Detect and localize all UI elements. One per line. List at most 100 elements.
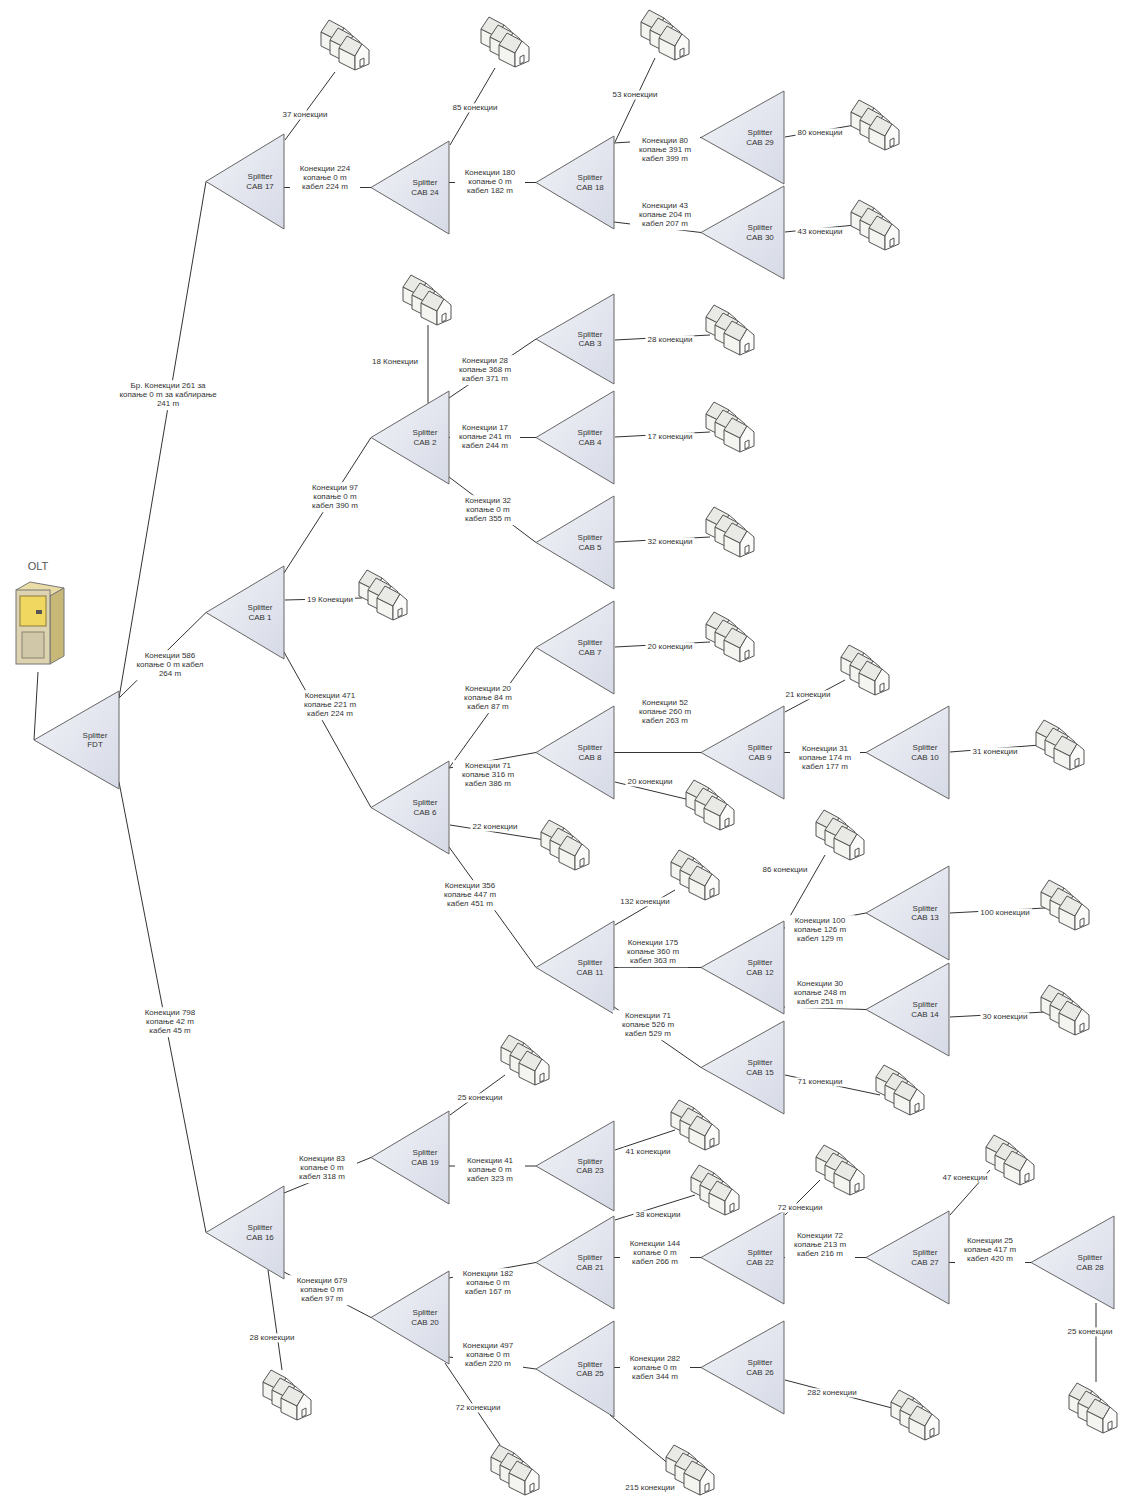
house-wire: [1096, 1303, 1097, 1382]
cable-label: Конекции 679 копање 0 m кабел 97 m: [287, 1275, 357, 1305]
connection-count: 20 конекции: [645, 642, 694, 651]
house-icon: [816, 1145, 864, 1195]
splitter-label: Splitter CAB 23: [572, 1157, 615, 1175]
connection-count: 31 конекции: [970, 747, 1019, 756]
house-wire: [785, 1075, 880, 1095]
splitter-triangle: Splitter CAB 29: [700, 90, 785, 185]
splitter-triangle: Splitter CAB 15: [700, 1020, 785, 1115]
splitter-triangle: Splitter CAB 25: [535, 1320, 615, 1418]
fiber-cable: [614, 752, 701, 753]
connection-count: 25 конекции: [1065, 1327, 1114, 1336]
cable-label: Конекции 356 копање 447 m кабел 451 m: [435, 880, 505, 910]
splitter-triangle: Splitter CAB 16: [205, 1185, 285, 1280]
splitter-triangle: Splitter CAB 14: [865, 962, 950, 1057]
house-wire: [615, 890, 675, 925]
triangle-shape: [700, 705, 785, 800]
splitter-label: Splitter CAB 18: [572, 173, 615, 191]
splitter-triangle: Splitter CAB 23: [535, 1120, 615, 1212]
triangle-shape: [205, 565, 285, 660]
house-icon: [706, 305, 754, 355]
cable-label: Конекции 72 копање 213 m кабел 216 m: [785, 1230, 855, 1260]
connection-count: 18 Конекции: [370, 357, 420, 366]
connection-count: 53 конекции: [610, 90, 659, 99]
connection-count: 30 конекции: [980, 1012, 1029, 1021]
connection-count: 72 конекции: [775, 1203, 824, 1212]
house-icon: [841, 645, 889, 695]
splitter-label: Splitter CAB 4: [572, 428, 615, 446]
triangle-shape: [370, 390, 450, 485]
house-wire: [615, 58, 655, 142]
house-wire: [285, 72, 335, 140]
cable-label: Конекции 31 копање 174 m кабел 177 m: [790, 743, 860, 773]
splitter-label: Splitter CAB 15: [742, 1058, 785, 1076]
cable-label: Конекции 100 копање 126 m кабел 129 m: [785, 915, 855, 945]
connection-count: 20 конекции: [625, 777, 674, 786]
house-icon: [1036, 720, 1084, 770]
connection-count: 132 конекции: [618, 897, 672, 906]
splitter-triangle: Splitter CAB 17: [205, 133, 285, 230]
splitter-triangle: Splitter CAB 18: [535, 135, 615, 230]
house-icon: [691, 1165, 739, 1215]
fiber-cable: [284, 652, 371, 808]
splitter-label: Splitter CAB 14: [907, 1000, 950, 1018]
house-icon: [851, 100, 899, 150]
splitter-triangle: Splitter CAB 24: [370, 140, 450, 235]
splitter-label: Splitter CAB 3: [572, 330, 615, 348]
splitter-triangle: Splitter CAB 1: [205, 565, 285, 660]
house-icon: [491, 1445, 539, 1495]
cable-label: Конекции 17 копање 241 m кабел 244 m: [450, 422, 520, 452]
house-wire: [785, 1380, 892, 1408]
house-icon: [891, 1390, 939, 1440]
triangle-shape: [535, 600, 615, 695]
splitter-label: Splitter CAB 26: [742, 1358, 785, 1376]
connection-count: 41 конекции: [623, 1147, 672, 1156]
house-icon: [706, 402, 754, 452]
connection-count: 100 конекции: [978, 908, 1032, 917]
triangle-shape: [535, 390, 615, 485]
splitter-triangle: Splitter CAB 4: [535, 390, 615, 485]
splitter-triangle: Splitter CAB 12: [700, 920, 785, 1015]
connection-count: 85 конекции: [450, 103, 499, 112]
house-wires: [268, 58, 1096, 1465]
splitter-label: Splitter CAB 2: [407, 428, 450, 446]
splitter-label: Splitter CAB 25: [572, 1360, 615, 1378]
house-icon: [501, 1035, 549, 1085]
triangle-shape: [535, 705, 615, 800]
cable-label: Конекции 41 копање 0 m кабел 323 m: [455, 1155, 525, 1185]
olt-cabinet: [8, 580, 68, 668]
house-icon: [481, 17, 529, 67]
connection-count: 28 конекции: [645, 335, 694, 344]
splitter-label: Splitter CAB 5: [572, 533, 615, 551]
splitter-label: Splitter FDT: [77, 731, 120, 749]
cable-label: Конекции 25 копање 417 m кабел 420 m: [955, 1235, 1025, 1265]
splitter-triangle: Splitter CAB 26: [700, 1320, 785, 1415]
cable-label: Конекции 282 копање 0 m кабел 344 m: [620, 1353, 690, 1383]
house-icon: [671, 1100, 719, 1150]
house-wire: [268, 1270, 282, 1370]
splitter-label: Splitter CAB 13: [907, 904, 950, 922]
cable-label: Конекции 144 копање 0 m кабел 266 m: [620, 1238, 690, 1268]
splitter-triangle: Splitter CAB 6: [370, 760, 450, 855]
splitter-triangle: Splitter CAB 28: [1030, 1215, 1115, 1310]
splitter-triangle: Splitter CAB 13: [865, 865, 950, 961]
cable-label: Конекции 182 копање 0 m кабел 167 m: [453, 1268, 523, 1298]
splitter-label: Splitter CAB 30: [742, 223, 785, 241]
fiber-cable: [614, 1007, 701, 1068]
connection-count: 37 конекции: [280, 110, 329, 119]
olt-device: OLT: [8, 560, 68, 672]
triangle-shape: [535, 495, 615, 590]
fiber-cable: [449, 648, 536, 769]
connection-count: 72 конекции: [453, 1403, 502, 1412]
splitter-label: Splitter CAB 19: [407, 1148, 450, 1166]
house-icon: [851, 200, 899, 250]
house-wire: [428, 325, 429, 403]
cable-label: Конекции 71 копање 316 m кабел 386 m: [453, 760, 523, 790]
cable-label: Конекции 28 копање 368 m кабел 371 m: [450, 355, 520, 385]
cable-label: Конекции 497 копање 0 m кабел 220 m: [453, 1340, 523, 1370]
connection-count: 17 конекции: [645, 432, 694, 441]
connection-count: 22 конекции: [470, 822, 519, 831]
fiber-cable: [284, 438, 371, 574]
cable-label: Конекции 30 копање 248 m кабел 251 m: [785, 978, 855, 1008]
house-icon: [816, 810, 864, 860]
